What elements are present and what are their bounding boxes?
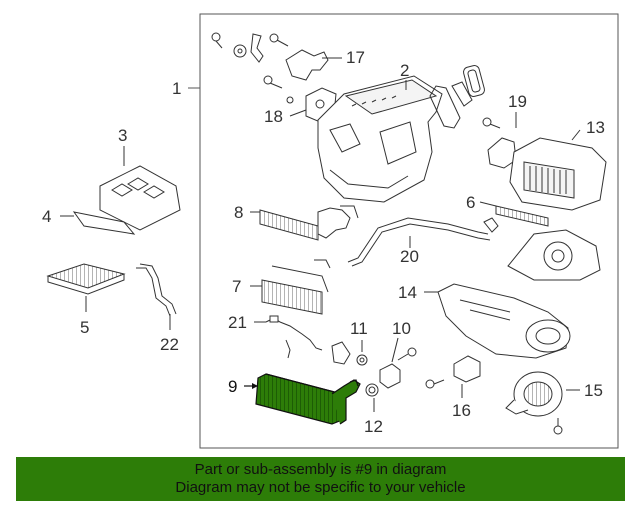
hvac-case-2 xyxy=(317,75,443,203)
cabin-filter-5 xyxy=(46,263,126,295)
callout-3: 3 xyxy=(118,126,127,145)
part-info-banner: Part or sub-assembly is #9 in diagram Di… xyxy=(16,457,625,501)
callout-11: 11 xyxy=(350,319,368,338)
callout-21: 21 xyxy=(228,313,247,332)
o-ring-12 xyxy=(365,383,379,397)
lower-case-14 xyxy=(437,283,571,359)
callout-18: 18 xyxy=(264,107,283,126)
callout-9: 9 xyxy=(228,377,237,396)
callout-7: 7 xyxy=(232,277,241,296)
actuator-19 xyxy=(482,117,517,169)
callout-15: 15 xyxy=(584,381,603,400)
callout-6: 6 xyxy=(466,193,475,212)
seal-4 xyxy=(72,211,136,235)
callout-13: 13 xyxy=(586,118,605,137)
callout-17: 17 xyxy=(346,48,365,67)
callout-20: 20 xyxy=(400,247,419,266)
module-16 xyxy=(425,355,481,389)
callout-8: 8 xyxy=(234,203,243,222)
filter-strip-6 xyxy=(495,205,549,227)
heater-core-7 xyxy=(261,259,331,315)
callout-1: 1 xyxy=(172,79,181,98)
callout-5: 5 xyxy=(80,318,89,337)
drain-tube-20 xyxy=(347,217,499,267)
bracket-11 xyxy=(331,341,368,366)
callout-4: 4 xyxy=(42,207,51,226)
callout-14: 14 xyxy=(398,283,417,302)
hardware-group xyxy=(211,32,329,104)
assembly-frame xyxy=(199,13,619,449)
callout-16: 16 xyxy=(452,401,471,420)
callout-22: 22 xyxy=(160,335,179,354)
banner-line-1: Part or sub-assembly is #9 in diagram xyxy=(194,461,447,478)
callout-19: 19 xyxy=(508,92,527,111)
callout-12: 12 xyxy=(364,417,383,436)
banner-line-2: Diagram may not be specific to your vehi… xyxy=(175,479,466,496)
expansion-valve-10 xyxy=(379,347,417,389)
highlighted-part-9[interactable] xyxy=(255,373,361,425)
sensor-21 xyxy=(265,315,323,359)
evaporator-8 xyxy=(259,205,359,241)
blower-housing-13 xyxy=(509,137,607,211)
seal-group xyxy=(429,65,485,129)
duct-3 xyxy=(99,165,181,231)
callout-2: 2 xyxy=(400,61,409,80)
hose-22 xyxy=(136,263,177,317)
callout-10: 10 xyxy=(392,319,411,338)
blower-motor-15 xyxy=(505,371,563,435)
blower-lower-housing xyxy=(507,229,601,281)
